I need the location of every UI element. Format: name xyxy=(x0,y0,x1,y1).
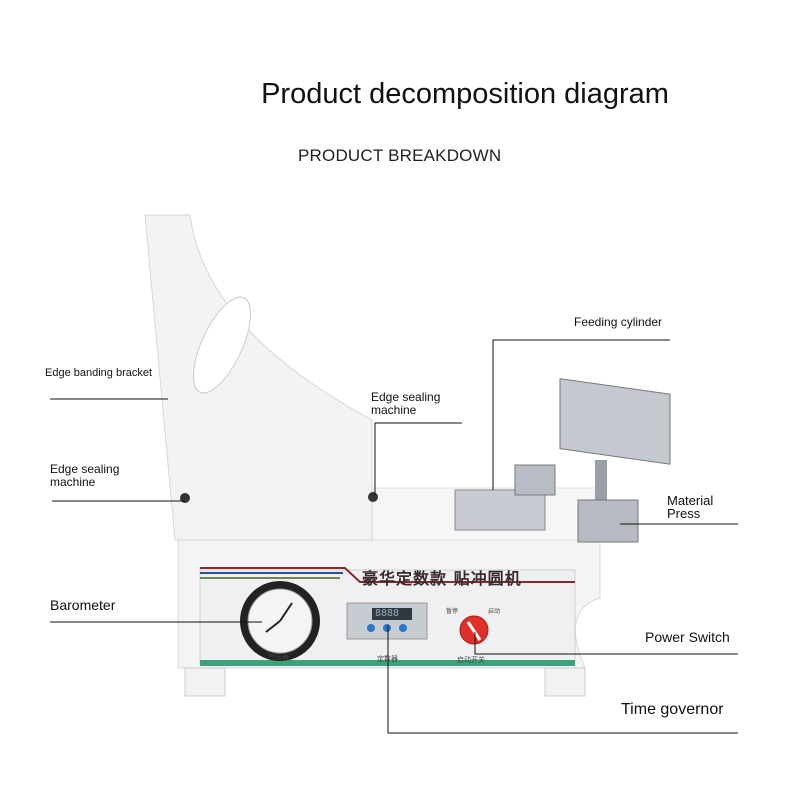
nameplate: 豪华定数款 贴冲圆机 xyxy=(362,569,522,588)
press-cylinder xyxy=(559,378,671,465)
callout-time-governor: Time governor xyxy=(621,701,724,718)
counter-label: 定数器 xyxy=(377,655,398,663)
counter-display: 8888 xyxy=(375,608,400,619)
bracket-hole xyxy=(193,296,251,394)
callout-edge-banding-bracket: Edge banding bracket xyxy=(45,367,153,379)
switch-label: 启动开关 xyxy=(457,656,485,664)
page-subtitle: PRODUCT BREAKDOWN xyxy=(298,146,502,165)
callout-feeding-cylinder: Feeding cylinder xyxy=(574,315,663,329)
stripe-red xyxy=(200,567,575,583)
callout-edge-sealing-machine-left: Edge sealing machine xyxy=(50,462,120,489)
callout-material-press: Material Press xyxy=(667,493,714,521)
callout-barometer: Barometer xyxy=(50,597,116,613)
material-press-block xyxy=(577,499,639,543)
callout-edge-sealing-machine-top: Edge sealing machine xyxy=(371,390,441,417)
page-title: Product decomposition diagram xyxy=(261,78,669,110)
edge-banding-bracket xyxy=(144,214,373,541)
switch-start-label: 启动 xyxy=(488,608,501,615)
callout-power-switch: Power Switch xyxy=(645,629,730,645)
foot-right xyxy=(544,667,586,697)
callout-lines xyxy=(50,339,738,734)
feeding-slide xyxy=(454,489,546,531)
gauge-label: 气压表 xyxy=(268,653,289,661)
switch-pause-label: 暂停 xyxy=(446,608,459,615)
foot-left xyxy=(184,667,226,697)
